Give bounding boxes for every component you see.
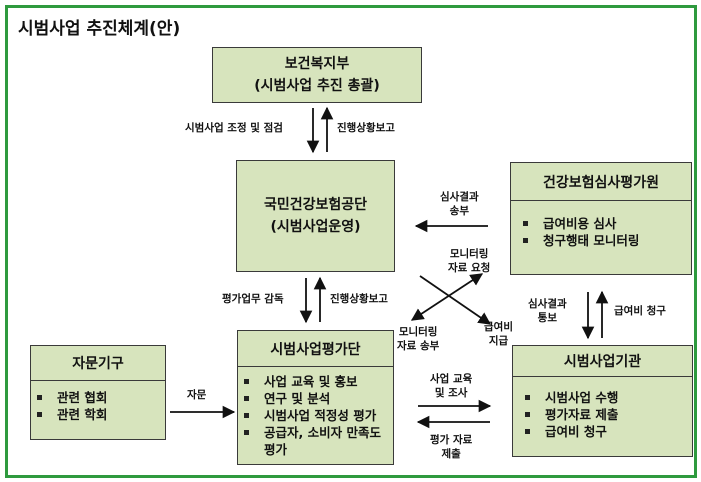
mohw-role: (시범사업 추진 총괄) [254,78,380,94]
eval-item: 공급자, 소비자 만족도 평가 [242,424,384,458]
diagram-title: 시범사업 추진체계(안) [18,19,181,39]
eval-header: 시범사업평가단 [238,331,393,367]
eval-item: 연구 및 분석 [242,390,393,407]
eval-item: 사업 교육 및 홍보 [242,373,393,390]
label-claim: 급여비 청구 [614,305,666,317]
arrow-pay-diagonal [419,275,492,325]
institution-item: 시범사업 수행 [523,389,692,406]
hira-item: 청구행태 모니터링 [521,232,691,249]
advisory-item: 관련 학회 [35,406,165,423]
box-mohw: 보건복지부 (시범사업 추진 총괄) [212,47,422,103]
outer-frame [5,5,697,478]
nhis-name: 국민건강보험공단 [263,197,368,213]
institution-item: 평가자료 제출 [523,406,692,423]
label-advise: 자문 [187,389,207,401]
advisory-header: 자문기구 [31,346,165,381]
institution-item: 급여비 청구 [523,423,692,440]
label-progress-report-2: 진행상황보고 [330,293,388,305]
hira-header: 건강보험심사평가원 [511,163,691,201]
eval-item: 시범사업 적정성 평가 [242,407,393,424]
nhis-role: (시범사업운영) [270,219,361,235]
hira-item: 급여비용 심사 [521,215,691,232]
mohw-name: 보건복지부 [284,56,350,72]
label-coordination: 시범사업 조정 및 점검 [185,122,283,134]
label-progress-report-1: 진행상황보고 [337,122,395,134]
arrow-monitoring-diagonal [410,273,484,321]
institution-header: 시범사업기관 [513,346,692,377]
label-supervision: 평가업무 감독 [222,293,284,305]
box-nhis: 국민건강보험공단 (시범사업운영) [236,160,395,272]
advisory-item: 관련 협회 [35,389,165,406]
